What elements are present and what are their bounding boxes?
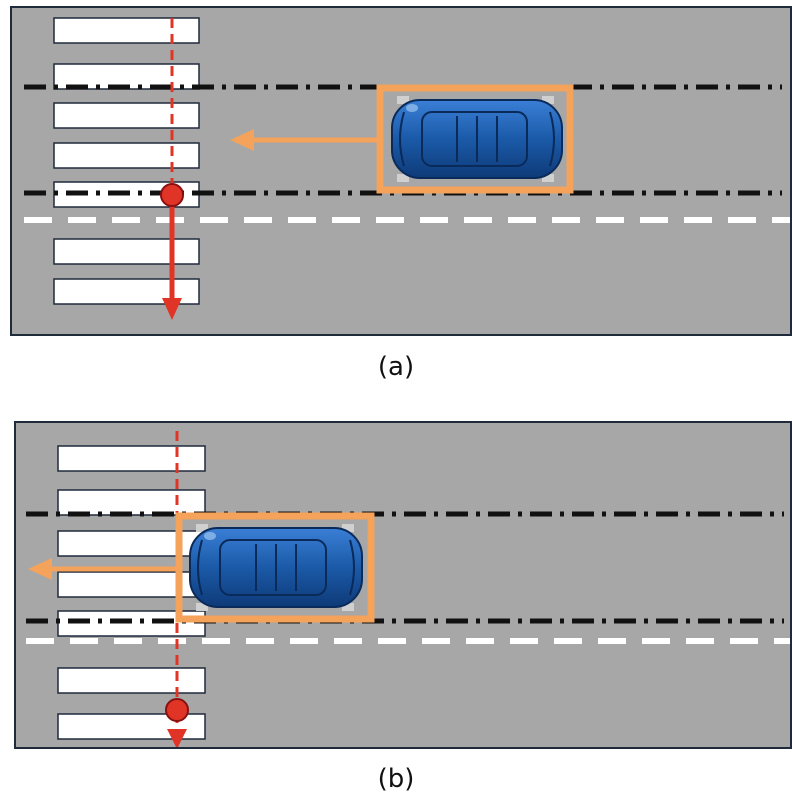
- pedestrian-motion-arrow-head: [167, 729, 187, 747]
- vehicle-a: [376, 84, 574, 194]
- crosswalk: [57, 445, 206, 740]
- caption-b: (b): [377, 764, 415, 794]
- crosswalk-stripe: [53, 142, 200, 169]
- crosswalk-stripe: [57, 530, 206, 557]
- crosswalk-stripe: [57, 445, 206, 472]
- vehicle-motion-arrow-head: [28, 558, 52, 580]
- car-top-view-icon: [189, 524, 363, 611]
- crosswalk-stripe: [57, 667, 206, 694]
- crosswalk-stripe: [53, 17, 200, 44]
- pedestrian-dot-icon: [160, 183, 184, 207]
- car-top-view-icon: [391, 96, 563, 182]
- scene-a-svg: [24, 17, 790, 320]
- scene-panel-b: [14, 421, 792, 749]
- scene-b-svg: [26, 431, 790, 747]
- vehicle-bounding-box: [175, 512, 375, 623]
- crosswalk-stripe: [57, 571, 206, 598]
- scene-panel-a: [10, 6, 792, 336]
- vehicle-bounding-box: [376, 84, 574, 194]
- pedestrian-motion-arrow-head: [162, 298, 182, 320]
- crosswalk-stripe: [53, 238, 200, 265]
- caption-a: (a): [377, 352, 415, 382]
- crosswalk-stripe: [53, 102, 200, 129]
- vehicle-b: [175, 512, 375, 623]
- vehicle-motion-arrow-head: [230, 129, 254, 151]
- pedestrian-dot-icon: [165, 698, 189, 722]
- crosswalk-stripe: [57, 489, 206, 516]
- crosswalk: [53, 17, 200, 305]
